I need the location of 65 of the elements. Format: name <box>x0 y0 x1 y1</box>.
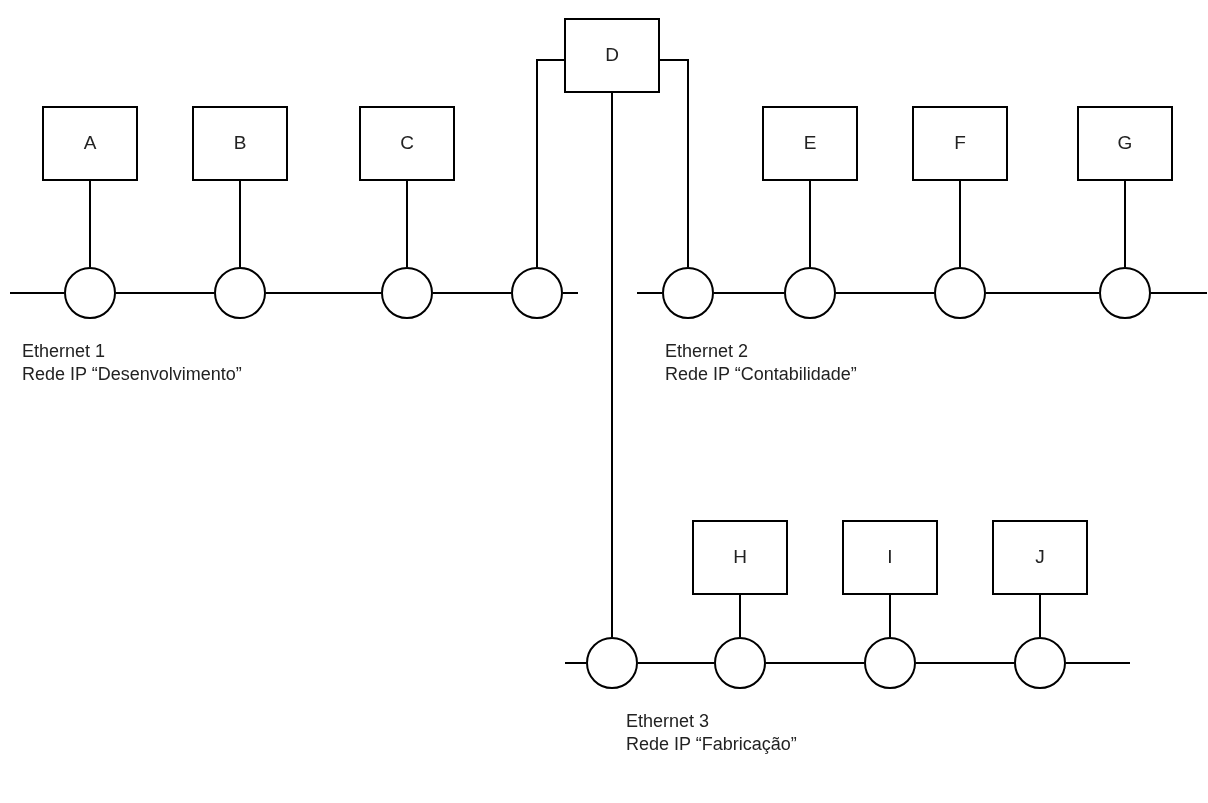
transceiver-circle <box>511 267 563 319</box>
host-box <box>842 519 938 595</box>
node-label: I <box>887 546 893 568</box>
ethernet-bus-line <box>1065 662 1131 664</box>
connector-line <box>637 662 715 664</box>
host-box <box>564 17 660 93</box>
host-box <box>912 105 1008 181</box>
network-description: Rede IP “Desenvolvimento” <box>22 364 242 385</box>
host-box <box>42 105 138 181</box>
connector-line <box>1124 179 1126 268</box>
node-label: E <box>803 132 817 154</box>
transceiver-circle <box>586 637 638 689</box>
ethernet-bus-line <box>562 292 579 294</box>
transceiver-circle <box>1014 637 1066 689</box>
node-label: D <box>605 44 619 66</box>
host-box <box>992 519 1088 595</box>
host-box <box>1077 105 1173 181</box>
host-box <box>359 105 455 181</box>
transceiver-circle <box>864 637 916 689</box>
connector-line <box>406 179 408 268</box>
transceiver-circle <box>934 267 986 319</box>
connector-line <box>809 179 811 268</box>
connector-line <box>1039 593 1041 638</box>
connector-line <box>835 292 935 294</box>
connector-line <box>239 179 241 268</box>
node-label: A <box>83 132 97 154</box>
network-name: Ethernet 3 <box>626 711 710 732</box>
transceiver-circle <box>214 267 266 319</box>
connector-line <box>265 292 382 294</box>
connector-line <box>89 179 91 268</box>
node-label: J <box>1035 546 1045 568</box>
node-label: C <box>400 132 414 154</box>
ethernet-bus-line <box>636 292 663 294</box>
host-box <box>192 105 288 181</box>
node-label: H <box>733 546 747 568</box>
transceiver-circle <box>1099 267 1151 319</box>
connector-line <box>115 292 215 294</box>
connector-line <box>765 662 865 664</box>
connector-line <box>659 59 689 268</box>
connector-line <box>739 593 741 638</box>
transceiver-circle <box>784 267 836 319</box>
node-label: B <box>233 132 247 154</box>
connector-line <box>985 292 1100 294</box>
node-label: F <box>954 132 966 154</box>
ethernet-bus-line <box>1150 292 1208 294</box>
network-name: Ethernet 2 <box>665 341 749 362</box>
transceiver-circle <box>64 267 116 319</box>
connector-line <box>915 662 1015 664</box>
network-description: Rede IP “Fabricação” <box>626 734 797 755</box>
connector-line <box>432 292 512 294</box>
transceiver-circle <box>662 267 714 319</box>
network-description: Rede IP “Contabilidade” <box>665 364 857 385</box>
transceiver-circle <box>381 267 433 319</box>
ethernet-bus-line <box>9 292 65 294</box>
connector-line <box>611 91 613 638</box>
connector-line <box>959 179 961 268</box>
transceiver-circle <box>714 637 766 689</box>
node-label: G <box>1117 132 1133 154</box>
host-box <box>762 105 858 181</box>
ethernet-bus-line <box>564 662 587 664</box>
connector-line <box>889 593 891 638</box>
network-name: Ethernet 1 <box>22 341 106 362</box>
host-box <box>692 519 788 595</box>
connector-line <box>713 292 785 294</box>
connector-line <box>536 59 565 268</box>
